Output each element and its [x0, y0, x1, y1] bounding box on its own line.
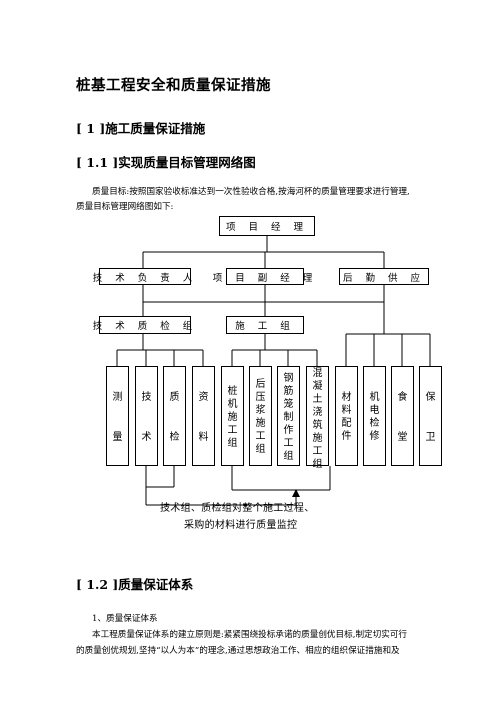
unit-concrete-pouring-crew: 混凝土浇筑施工组 [306, 366, 329, 470]
unit-rebar-cage-crew: 钢筋笼制作工组 [277, 366, 300, 466]
chart-note-line-1: 技术组、质检组对整个施工过程、 [160, 503, 315, 514]
section-heading-1: [ 1 ]施工质量保证措施 [76, 118, 205, 137]
box-project-manager: 项 目 经 理 [219, 216, 315, 236]
unit-electromechanical-repair: 机电检修 [363, 366, 386, 466]
chart-note-line-2: 采购的材料进行质量监控 [184, 520, 298, 531]
box-logistics: 后 勤 供 应 [339, 268, 429, 285]
box-construction-group: 施 工 组 [226, 316, 304, 334]
box-deputy-manager: 项 目 副 经 理 [213, 268, 312, 285]
unit-pile-machine-crew: 桩机施工组 [221, 366, 244, 466]
body-line-2: 的质量创优规划,坚持“以人为本”的理念,通过思想政治工作、相应的组织保证措施和及 [76, 646, 400, 656]
unit-materials: 材料配件 [335, 366, 358, 466]
page-title: 桩基工程安全和质量保证措施 [76, 77, 271, 94]
unit-post-grouting-crew: 后压浆施工组 [249, 366, 272, 466]
unit-documentation: 资 料 [192, 366, 215, 466]
intro-line-2: 质量目标管理网络图如下: [76, 202, 174, 212]
box-qc-group: 技 术 质 检 组 [93, 316, 192, 334]
box-tech-lead: 技 术 负 责 人 [93, 268, 192, 285]
section-number: [ 1 ] [76, 121, 106, 136]
unit-security: 保 卫 [419, 366, 442, 466]
section-title: 施工质量保证措施 [105, 121, 206, 136]
section-title: 实现质量目标管理网络图 [118, 155, 256, 170]
section-title: 质量保证体系 [118, 577, 194, 592]
list-item-quality-system: 1、质量保证体系 [92, 614, 158, 624]
unit-technical: 技 术 [135, 366, 158, 466]
section-heading-1-2: [ 1.2 ]质量保证体系 [76, 574, 193, 593]
intro-line-1: 质量目标:按照国家验收标准达到一次性验收合格,按海河杯的质量管理要求进行管理, [92, 187, 410, 197]
body-line-1: 本工程质量保证体系的建立原则是:紧紧围绕投标承诺的质量创优目标,制定切实可行 [92, 630, 408, 640]
unit-quality-inspection: 质 检 [163, 366, 186, 466]
unit-canteen: 食 堂 [391, 366, 414, 466]
section-number: [ 1.2 ] [76, 577, 119, 592]
section-number: [ 1.1 ] [76, 155, 119, 170]
section-heading-1-1: [ 1.1 ]实现质量目标管理网络图 [76, 152, 256, 171]
arrow-up-icon [292, 489, 300, 497]
unit-survey: 测 量 [106, 366, 129, 466]
